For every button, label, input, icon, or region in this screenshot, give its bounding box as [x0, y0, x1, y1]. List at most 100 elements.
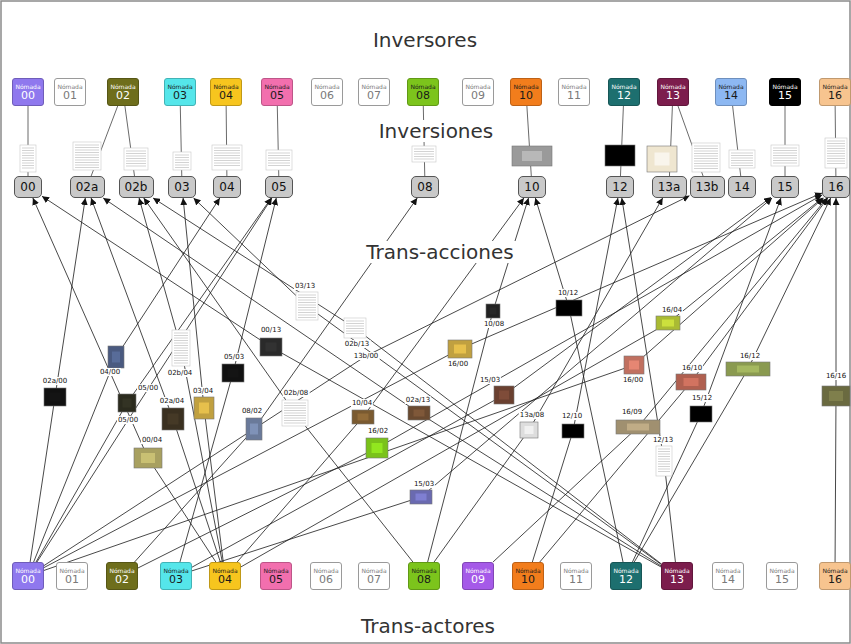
text-line-mark — [827, 148, 845, 149]
thumbnail-image — [562, 424, 584, 438]
text-line-mark — [694, 158, 718, 159]
node-caption: Nómada — [715, 567, 740, 574]
node-caption: Nómada — [513, 83, 538, 90]
text-line-mark — [268, 158, 290, 159]
thumbnail-image — [624, 356, 644, 374]
text-line-mark — [75, 147, 99, 148]
thumbnail-group — [20, 138, 850, 504]
node-number: 14 — [724, 90, 738, 102]
node-number: 08 — [416, 90, 430, 102]
investor-box: Nómada10 — [510, 78, 542, 106]
transaction-arrow — [30, 198, 85, 562]
text-line-mark — [126, 158, 146, 159]
transaction-label: 16/00 — [622, 376, 644, 384]
thumbnail-frame — [771, 145, 799, 166]
node-caption: Nómada — [613, 567, 638, 574]
investment-box: 14 — [728, 176, 756, 198]
node-caption: Nómada — [611, 83, 636, 90]
investor-box: Nómada11 — [558, 78, 590, 106]
text-line-mark — [214, 160, 240, 161]
text-line-mark — [75, 155, 99, 156]
transaction-label: 12/10 — [561, 412, 583, 420]
thumbnail-frame — [448, 340, 472, 358]
transaction-label: 16/02 — [367, 427, 389, 435]
text-line-mark — [298, 297, 316, 298]
section-heading: Inversores — [370, 29, 480, 51]
investment-box: 00 — [14, 176, 42, 198]
node-number: 08 — [417, 180, 432, 194]
text-line-mark — [75, 145, 99, 146]
investment-box: 13b — [690, 176, 725, 198]
text-line-mark — [827, 161, 845, 162]
thumbnail-frame — [494, 386, 514, 404]
investor-box: Nómada06 — [311, 78, 343, 106]
text-line-mark — [175, 160, 189, 161]
node-number: 04 — [219, 180, 234, 194]
text-line-mark — [658, 464, 670, 465]
node-number: 04 — [219, 90, 233, 102]
thumbnail-frame — [108, 346, 124, 368]
text-line-mark — [773, 163, 797, 164]
thumbnail-image — [512, 146, 552, 166]
text-line-mark — [284, 403, 306, 404]
text-line-mark — [773, 148, 797, 149]
investor-box: Nómada02 — [107, 78, 139, 106]
thumbnail-frame — [726, 362, 770, 376]
node-caption: Nómada — [361, 567, 386, 574]
text-line-mark — [75, 157, 99, 158]
photo-detail — [372, 443, 383, 453]
node-caption: Nómada — [361, 83, 386, 90]
thumbnail-image — [605, 145, 635, 166]
thumbnail-frame — [282, 400, 308, 426]
thumbnail-image — [172, 330, 190, 366]
transaction-arrow — [44, 198, 824, 570]
thumbnail-image — [520, 422, 538, 438]
trans-actor-box: Nómada07 — [358, 562, 390, 590]
thumbnail-image — [616, 420, 660, 434]
thumbnail-frame — [412, 146, 436, 162]
section-heading: Trans-actores — [358, 615, 498, 637]
text-line-mark — [75, 167, 99, 168]
text-line-mark — [284, 405, 306, 406]
investment-box: 10 — [518, 176, 546, 198]
text-line-mark — [827, 156, 845, 157]
thumbnail-frame — [172, 330, 190, 366]
trans-actor-box: Nómada14 — [712, 562, 744, 590]
node-number: 12 — [612, 180, 627, 194]
node-number: 09 — [471, 90, 485, 102]
photo-detail — [684, 378, 699, 386]
text-line-mark — [126, 166, 146, 167]
thumbnail-image — [412, 146, 436, 162]
node-number: 06 — [320, 90, 334, 102]
text-line-mark — [658, 454, 670, 455]
transaction-arrow — [138, 195, 822, 568]
thumbnail-frame — [729, 150, 755, 168]
photo-detail — [141, 453, 155, 463]
text-line-mark — [414, 149, 434, 150]
text-line-mark — [214, 165, 240, 166]
transaction-arrow — [835, 198, 837, 562]
thumbnail-frame — [222, 364, 244, 382]
text-line-mark — [773, 160, 797, 161]
thumbnail-frame — [822, 386, 850, 406]
text-line-mark — [731, 155, 753, 156]
text-line-mark — [827, 153, 845, 154]
node-caption: Nómada — [314, 83, 339, 90]
transaction-label: 13b/00 — [353, 352, 380, 360]
transaction-label: 16/16 — [825, 372, 847, 380]
photo-detail — [627, 424, 649, 431]
thumbnail-image — [647, 146, 677, 172]
thumbnail-image — [246, 418, 262, 440]
text-line-mark — [75, 162, 99, 163]
text-line-mark — [298, 305, 316, 306]
text-line-mark — [658, 466, 670, 467]
text-line-mark — [346, 323, 364, 324]
text-line-mark — [22, 150, 34, 151]
text-line-mark — [731, 153, 753, 154]
text-line-mark — [174, 340, 188, 341]
text-line-mark — [22, 153, 34, 154]
text-line-mark — [827, 146, 845, 147]
node-number: 07 — [367, 574, 381, 586]
node-caption: Nómada — [212, 567, 237, 574]
transaction-arrow — [37, 198, 272, 562]
